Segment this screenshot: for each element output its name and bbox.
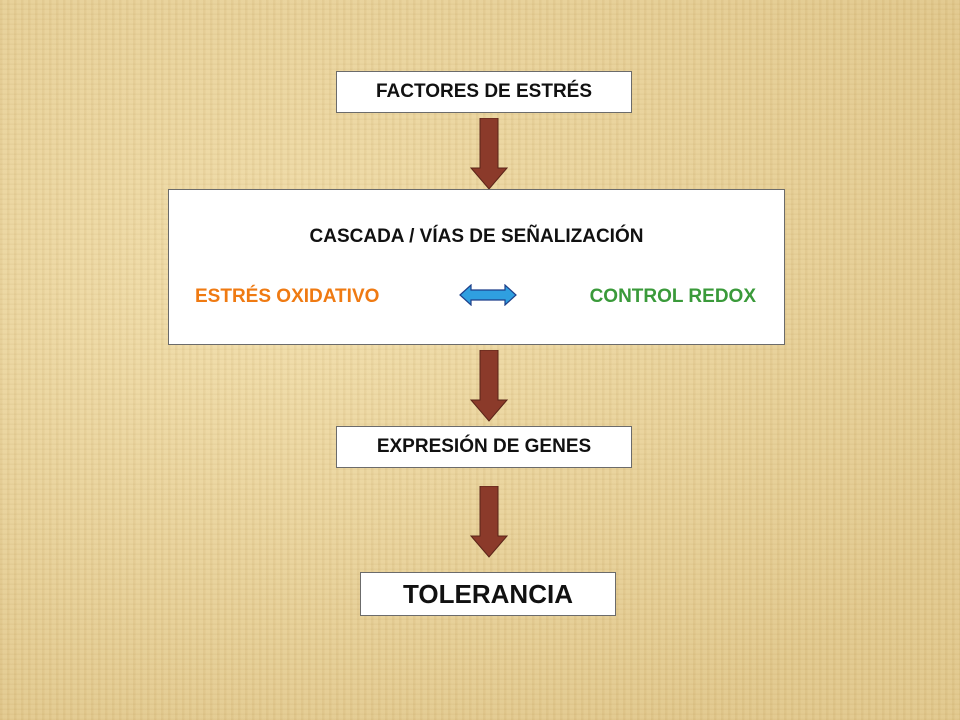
double-arrow-icon <box>459 284 517 306</box>
expresion-de-genes-label: EXPRESIÓN DE GENES <box>376 436 592 457</box>
down-arrow-3 <box>470 486 508 558</box>
expresion-de-genes-box: EXPRESIÓN DE GENES <box>336 426 632 468</box>
cascada-title: CASCADA / VÍAS DE SEÑALIZACIÓN <box>309 226 644 247</box>
tolerancia-label: TOLERANCIA <box>403 578 573 609</box>
factores-de-estres-label: FACTORES DE ESTRÉS <box>375 81 593 102</box>
factores-de-estres-box: FACTORES DE ESTRÉS <box>336 71 632 113</box>
cascada-box: CASCADA / VÍAS DE SEÑALIZACIÓN ESTRÉS OX… <box>168 189 785 345</box>
estres-oxidativo-label: ESTRÉS OXIDATIVO <box>195 286 380 307</box>
control-redox-label: CONTROL REDOX <box>589 286 756 307</box>
tolerancia-box: TOLERANCIA <box>360 572 616 616</box>
down-arrow-1 <box>470 118 508 190</box>
down-arrow-2 <box>470 350 508 422</box>
